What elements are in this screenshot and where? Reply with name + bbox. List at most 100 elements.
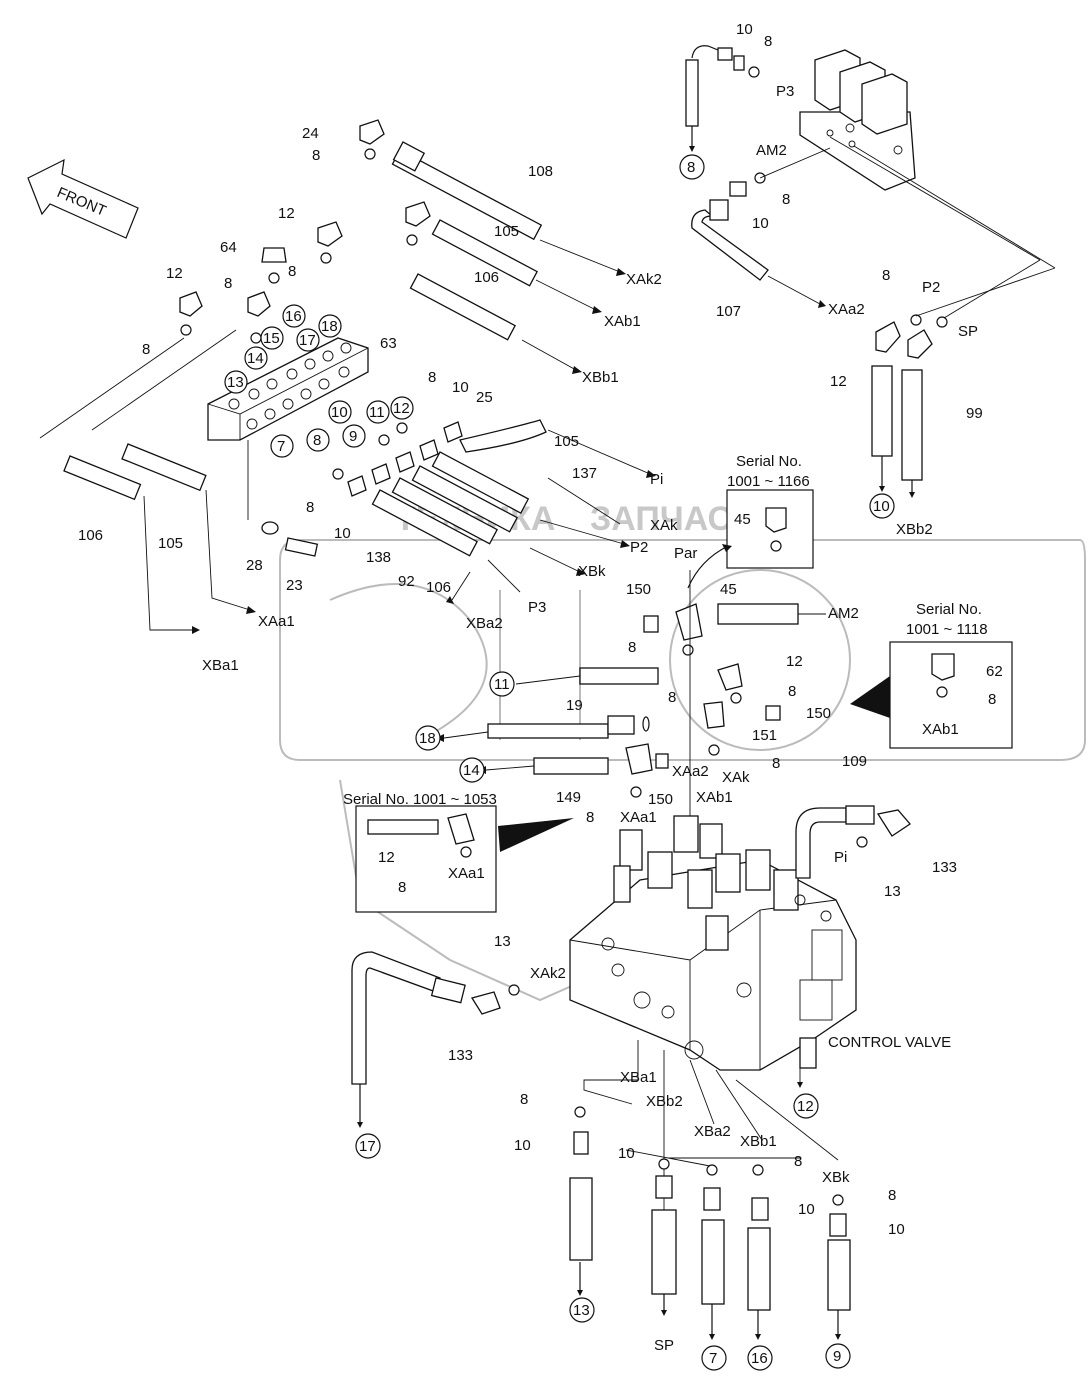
- callout-18-group: 18: [318, 314, 342, 338]
- callout-14: 14: [459, 757, 485, 783]
- svg-text:XBb2: XBb2: [646, 1093, 683, 1110]
- svg-text:106: 106: [474, 269, 499, 286]
- svg-text:AM2: AM2: [756, 142, 787, 159]
- svg-text:XAb1: XAb1: [922, 721, 959, 738]
- svg-text:XBa2: XBa2: [466, 615, 503, 632]
- callout-12-cv: 12: [793, 1093, 819, 1119]
- hose-assembly: [569, 1106, 851, 1340]
- svg-text:64: 64: [220, 239, 237, 256]
- svg-text:XAb1: XAb1: [604, 313, 641, 330]
- svg-text:SP: SP: [958, 323, 978, 340]
- hose-assembly: [179, 119, 626, 374]
- callout-11: 11: [489, 671, 515, 697]
- svg-text:8: 8: [398, 879, 406, 896]
- svg-text:92: 92: [398, 573, 415, 590]
- svg-text:11: 11: [369, 404, 385, 421]
- svg-text:XAk: XAk: [650, 517, 678, 534]
- svg-text:9: 9: [833, 1348, 841, 1365]
- svg-text:XBa2: XBa2: [694, 1123, 731, 1140]
- svg-text:8: 8: [782, 191, 790, 208]
- svg-text:18: 18: [321, 318, 338, 335]
- callout-17-group: 17: [296, 328, 320, 352]
- part-labels: Serial No. 1001 ~ 1166 Serial No. 1001 ~…: [78, 21, 1003, 1354]
- svg-text:108: 108: [528, 163, 553, 180]
- connection-lines: [759, 136, 1056, 319]
- svg-text:10: 10: [452, 379, 469, 396]
- solenoid-valve-block: [799, 49, 916, 191]
- svg-text:XAa1: XAa1: [448, 865, 485, 882]
- svg-text:10: 10: [736, 21, 753, 38]
- svg-text:10: 10: [618, 1145, 635, 1162]
- svg-text:17: 17: [359, 1138, 376, 1155]
- svg-text:XAa1: XAa1: [258, 613, 295, 630]
- svg-text:13: 13: [494, 933, 511, 950]
- svg-text:P2: P2: [922, 279, 940, 296]
- svg-text:XAa2: XAa2: [672, 763, 709, 780]
- svg-text:8: 8: [520, 1091, 528, 1108]
- svg-text:149: 149: [556, 789, 581, 806]
- svg-text:XBa1: XBa1: [620, 1069, 657, 1086]
- svg-text:14: 14: [247, 350, 264, 367]
- svg-text:XBa1: XBa1: [202, 657, 239, 674]
- callout-7-group: 7: [270, 434, 294, 458]
- svg-text:107: 107: [716, 303, 741, 320]
- control-valve-label: CONTROL VALVE: [828, 1034, 951, 1051]
- svg-text:12: 12: [278, 205, 295, 222]
- svg-text:AM2: AM2: [828, 605, 859, 622]
- svg-text:106: 106: [78, 527, 103, 544]
- serial-box-1-line2: 1001 ~ 1166: [727, 473, 810, 490]
- serial-box-2-line1: Serial No.: [916, 601, 982, 618]
- svg-text:151: 151: [752, 727, 777, 744]
- svg-text:137: 137: [572, 465, 597, 482]
- svg-text:XAa1: XAa1: [620, 809, 657, 826]
- svg-text:XBb1: XBb1: [582, 369, 619, 386]
- svg-text:13: 13: [884, 883, 901, 900]
- callout-18: 18: [415, 725, 441, 751]
- svg-text:8: 8: [888, 1187, 896, 1204]
- svg-text:14: 14: [463, 762, 480, 779]
- callout-16-group: 16: [282, 304, 306, 328]
- callout-10-right: 10: [869, 493, 895, 519]
- svg-text:7: 7: [277, 438, 285, 455]
- tee-fitting-assembly: [643, 570, 826, 850]
- svg-text:Pi: Pi: [650, 471, 663, 488]
- svg-text:8: 8: [882, 267, 890, 284]
- svg-text:7: 7: [709, 1350, 717, 1367]
- svg-text:8: 8: [788, 683, 796, 700]
- svg-text:XBk: XBk: [578, 563, 606, 580]
- svg-text:XAk: XAk: [722, 769, 750, 786]
- svg-text:8: 8: [687, 159, 695, 176]
- svg-text:23: 23: [286, 577, 303, 594]
- svg-text:105: 105: [554, 433, 579, 450]
- serial-box-1-line1: Serial No.: [736, 453, 802, 470]
- svg-text:10: 10: [888, 1221, 905, 1238]
- svg-text:10: 10: [798, 1201, 815, 1218]
- serial-box-3-line1: Serial No. 1001 ~ 1053: [343, 791, 497, 808]
- svg-text:150: 150: [626, 581, 651, 598]
- serial-box-1: [726, 489, 814, 569]
- leader-wedge: [850, 676, 890, 718]
- svg-text:18: 18: [419, 730, 436, 747]
- callout-13-group: 13: [224, 370, 248, 394]
- bolt-assembly: [247, 440, 319, 557]
- svg-text:Pi: Pi: [834, 849, 847, 866]
- svg-text:12: 12: [786, 653, 803, 670]
- serial-box-2-line2: 1001 ~ 1118: [906, 621, 988, 638]
- svg-text:133: 133: [448, 1047, 473, 1064]
- svg-text:Par: Par: [674, 545, 697, 562]
- hose-assembly: [332, 419, 656, 604]
- manifold-block: [207, 337, 369, 441]
- svg-text:XBb1: XBb1: [740, 1133, 777, 1150]
- svg-text:8: 8: [312, 147, 320, 164]
- svg-text:105: 105: [158, 535, 183, 552]
- svg-text:8: 8: [313, 432, 321, 449]
- callout-7-bot: 7: [701, 1345, 727, 1371]
- svg-text:XBb2: XBb2: [896, 521, 933, 538]
- hose-assembly: [39, 329, 256, 634]
- callout-9-group: 9: [342, 424, 366, 448]
- svg-text:10: 10: [752, 215, 769, 232]
- svg-text:P2: P2: [630, 539, 648, 556]
- hose-assembly: [871, 314, 948, 498]
- svg-text:8: 8: [586, 809, 594, 826]
